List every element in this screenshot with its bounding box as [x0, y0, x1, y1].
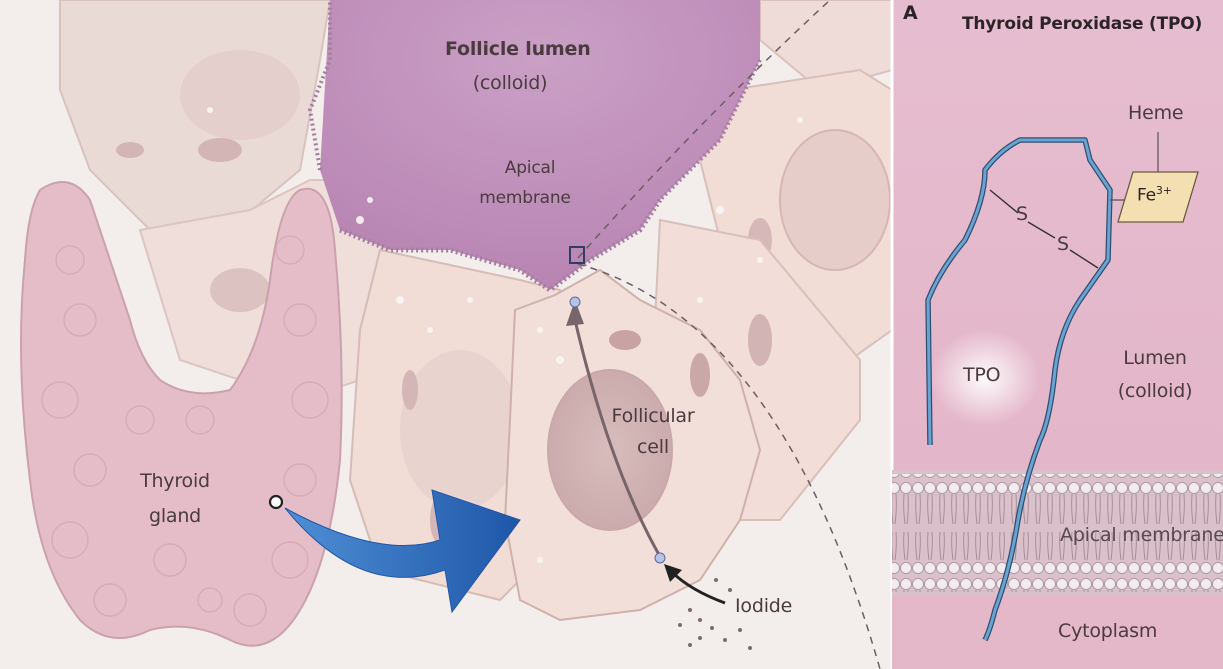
- label-iodide: Iodide: [735, 595, 792, 617]
- panel-letter: A: [903, 2, 918, 24]
- label-fe-charge: 3+: [1156, 184, 1172, 197]
- label-follicular: Follicular: [598, 405, 708, 427]
- label-follicle-lumen-sub: (colloid): [445, 72, 575, 94]
- label-fe: Fe3+: [1137, 184, 1172, 206]
- label-heme: Heme: [1128, 102, 1183, 124]
- label-gland: gland: [120, 505, 230, 527]
- label-cell: cell: [598, 436, 708, 458]
- panel-title: Thyroid Peroxidase (TPO): [962, 14, 1202, 34]
- label-s2: S: [1057, 233, 1069, 255]
- sample-point: [270, 496, 282, 508]
- label-apical-membrane-right: Apical membrane: [1060, 524, 1223, 546]
- label-follicle-lumen: Follicle lumen: [445, 38, 575, 60]
- label-s1: S: [1016, 203, 1028, 225]
- label-tpo: TPO: [963, 364, 1000, 386]
- label-lumen: Lumen: [1110, 347, 1200, 369]
- label-thyroid: Thyroid: [120, 470, 230, 492]
- label-apical: Apical: [480, 158, 580, 178]
- label-lumen-colloid: (colloid): [1110, 380, 1200, 402]
- label-cytoplasm: Cytoplasm: [1058, 620, 1157, 642]
- label-apical-membrane: membrane: [470, 188, 580, 208]
